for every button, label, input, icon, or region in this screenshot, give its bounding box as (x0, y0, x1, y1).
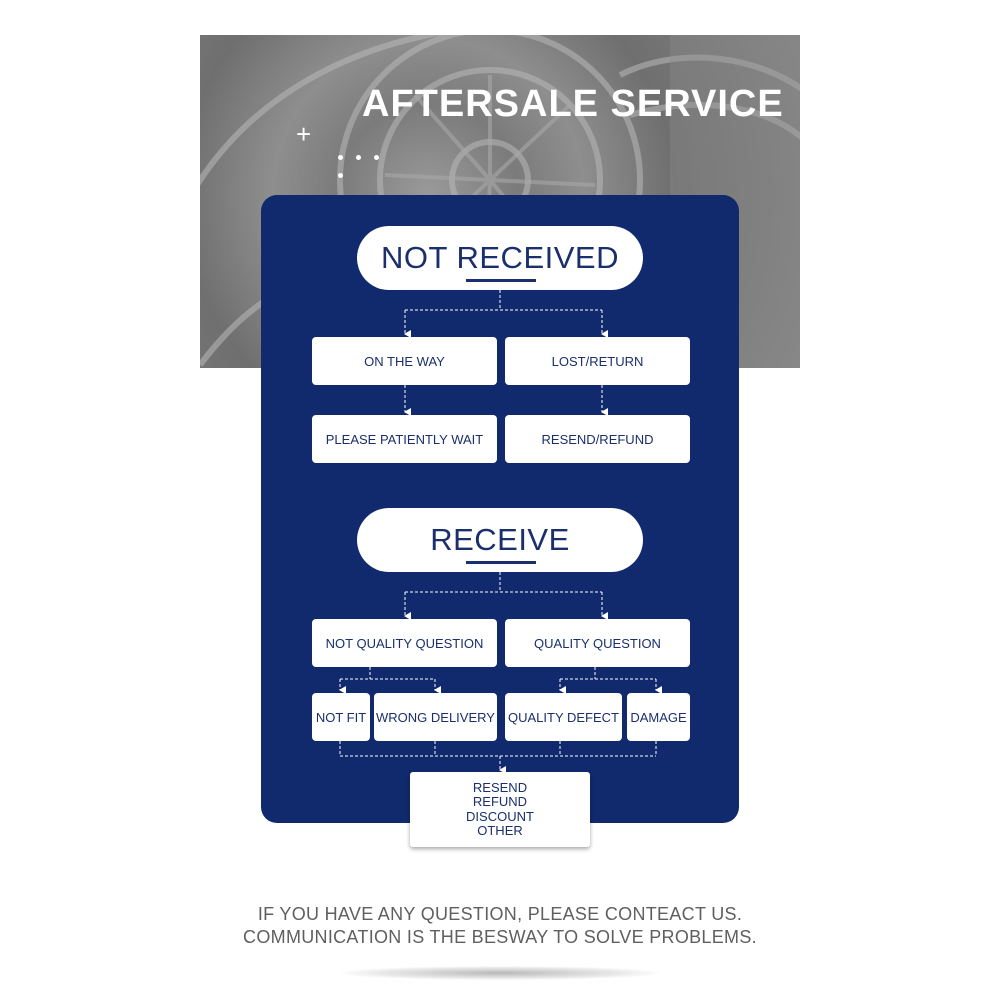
not-received-underline (466, 279, 536, 282)
damage-box: DAMAGE (627, 693, 690, 741)
dot-icon (374, 155, 379, 160)
resend-refund-box: RESEND/REFUND (505, 415, 690, 463)
footer-line-2: COMMUNICATION IS THE BESWAY TO SOLVE PRO… (243, 927, 757, 947)
outcome-item: DISCOUNT (466, 808, 534, 824)
outcome-item: REFUND (472, 794, 528, 809)
quality-defect-box: QUALITY DEFECT (505, 693, 622, 741)
plus-icon: + (296, 119, 312, 149)
outcome-item: OTHER (477, 823, 523, 838)
footer-line-1: IF YOU HAVE ANY QUESTION, PLEASE CONTEAC… (257, 904, 743, 924)
outcome-box: RESEND REFUND DISCOUNT OTHER (410, 772, 590, 847)
dot-icon (338, 173, 343, 178)
outcome-item: RESEND (472, 779, 528, 795)
banner-title: AFTERSALE SERVICE (362, 83, 784, 125)
not-fit-box: NOT FIT (312, 693, 370, 741)
dot-icon (356, 155, 361, 160)
quality-question-box: QUALITY QUESTION (505, 619, 690, 667)
dots-decoration (338, 147, 408, 178)
footer-shadow-decoration (340, 966, 660, 980)
wrong-delivery-box: WRONG DELIVERY (374, 693, 497, 741)
dot-icon (338, 155, 343, 160)
on-the-way-box: ON THE WAY (312, 337, 497, 385)
please-patiently-wait-box: PLEASE PATIENTLY WAIT (312, 415, 497, 463)
not-quality-question-box: NOT QUALITY QUESTION (312, 619, 497, 667)
lost-return-box: LOST/RETURN (505, 337, 690, 385)
receive-underline (466, 561, 536, 564)
